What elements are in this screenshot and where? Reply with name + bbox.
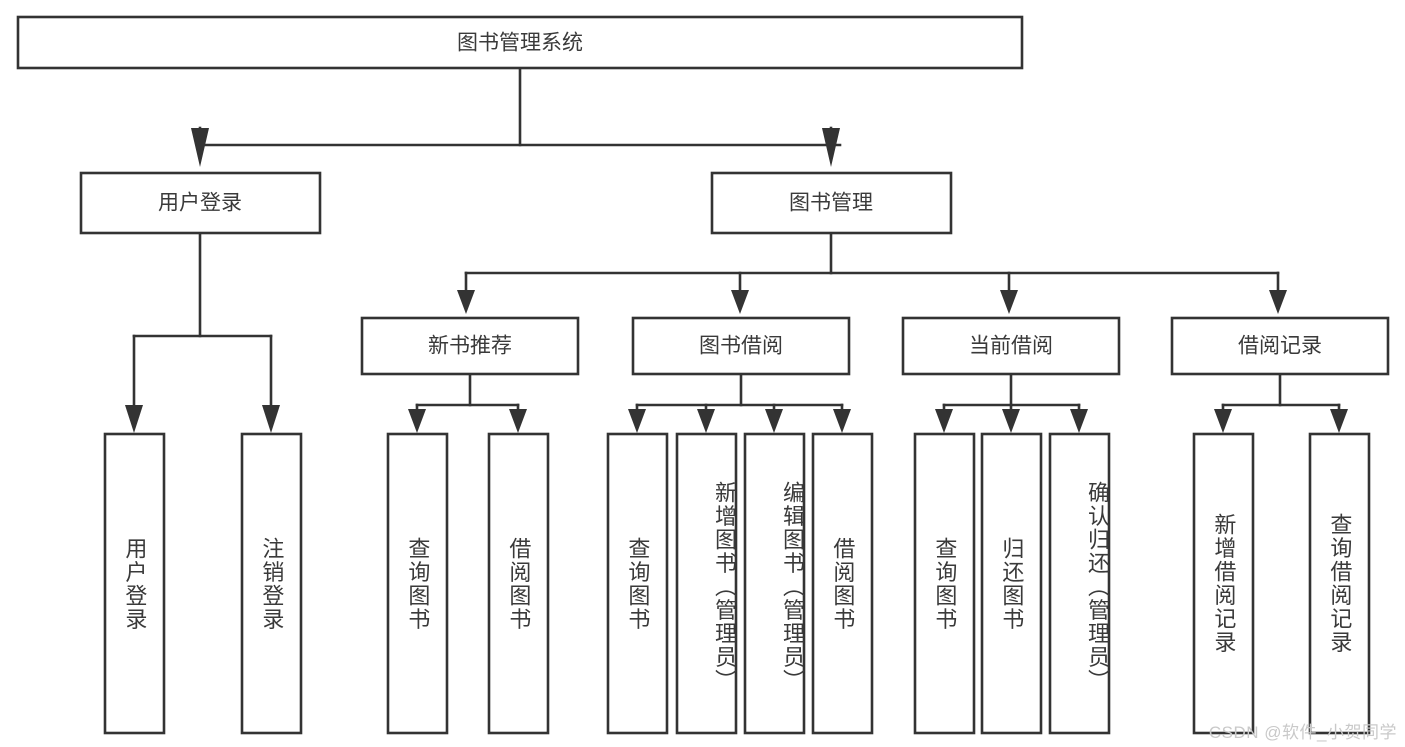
node-leaf-borrow-book-box[interactable]: [811, 432, 874, 735]
arrow-head-icon-leaf-edit-book: [765, 409, 783, 433]
node-root[interactable]: 图书管理系统: [16, 15, 1024, 70]
arrow-head-icon-book-manage: [822, 128, 840, 167]
node-leaf-borrow-book-recommend-box[interactable]: [487, 432, 550, 735]
node-leaf-edit-book-box[interactable]: [743, 432, 806, 735]
node-leaf-query-book-recommend-box[interactable]: [386, 432, 449, 735]
arrow-head-icon-leaf-add-borrow-record: [1214, 409, 1232, 433]
arrow-head-icon-leaf-query-book-borrow: [628, 409, 646, 433]
node-leaf-return-book-box[interactable]: [980, 432, 1043, 735]
node-current-borrow[interactable]: 当前借阅: [901, 316, 1121, 376]
connector-group-new-book-recommend: [415, 372, 520, 414]
arrow-head-icon-new-book-recommend: [457, 290, 475, 314]
watermark-text: CSDN @软件_小贺同学: [1208, 723, 1397, 742]
node-leaf-query-borrow-record-box[interactable]: [1308, 432, 1371, 735]
node-leaf-logout-box[interactable]: [240, 432, 303, 735]
arrow-head-icon-current-borrow: [1000, 290, 1018, 314]
node-leaf-user-login-box[interactable]: [103, 432, 166, 735]
node-current-borrow-label: 当前借阅: [969, 335, 1053, 358]
arrow-head-icon-leaf-logout: [262, 405, 280, 433]
node-book-borrow-box[interactable]: [631, 316, 851, 376]
arrow-head-icon-leaf-return-book: [1002, 409, 1020, 433]
arrow-head-icon-leaf-borrow-book-recommend: [509, 409, 527, 433]
node-user-login-box[interactable]: [79, 171, 322, 235]
node-leaf-add-borrow-record-box[interactable]: [1192, 432, 1255, 735]
node-new-book-recommend-label: 新书推荐: [428, 335, 512, 358]
node-borrow-record[interactable]: 借阅记录: [1170, 316, 1390, 376]
node-current-borrow-box[interactable]: [901, 316, 1121, 376]
arrow-head-icon-leaf-query-book-current: [935, 409, 953, 433]
arrow-head-icon-borrow-record: [1269, 290, 1287, 314]
node-new-book-recommend[interactable]: 新书推荐: [360, 316, 580, 376]
arrow-head-icon-leaf-query-book-recommend: [408, 409, 426, 433]
node-book-manage[interactable]: 图书管理: [710, 171, 953, 235]
connector-group-book-manage: [464, 231, 1280, 292]
connector-group-user-login: [132, 231, 273, 407]
node-leaf-query-book-borrow-box[interactable]: [606, 432, 669, 735]
leaf-box-group: [103, 432, 1371, 735]
arrow-head-icon-user-login: [191, 128, 209, 167]
arrow-head-icon-leaf-confirm-return: [1070, 409, 1088, 433]
arrow-head-icon-book-borrow: [731, 290, 749, 314]
node-book-manage-box[interactable]: [710, 171, 953, 235]
connector-group-root: [198, 66, 842, 147]
arrow-head-icon-leaf-user-login: [125, 405, 143, 433]
node-root-box[interactable]: [16, 15, 1024, 70]
connector-group-current-borrow: [942, 372, 1081, 414]
arrow-head-icon-leaf-add-book: [697, 409, 715, 433]
arrow-head-icon-leaf-query-borrow-record: [1330, 409, 1348, 433]
node-leaf-query-book-current-box[interactable]: [913, 432, 976, 735]
node-borrow-record-label: 借阅记录: [1238, 335, 1322, 358]
node-book-manage-label: 图书管理: [789, 192, 873, 215]
node-book-borrow-label: 图书借阅: [699, 335, 783, 358]
arrow-head-group: [125, 128, 1348, 433]
node-borrow-record-box[interactable]: [1170, 316, 1390, 376]
arrow-head-icon-leaf-borrow-book: [833, 409, 851, 433]
node-user-login[interactable]: 用户登录: [79, 171, 322, 235]
connector-group-book-borrow: [635, 372, 844, 414]
node-user-login-label: 用户登录: [158, 192, 242, 215]
node-book-borrow[interactable]: 图书借阅: [631, 316, 851, 376]
node-leaf-confirm-return-box[interactable]: [1048, 432, 1111, 735]
node-root-label: 图书管理系统: [457, 32, 583, 55]
node-new-book-recommend-box[interactable]: [360, 316, 580, 376]
node-leaf-add-book-box[interactable]: [675, 432, 738, 735]
connector-group-borrow-record: [1221, 372, 1341, 414]
